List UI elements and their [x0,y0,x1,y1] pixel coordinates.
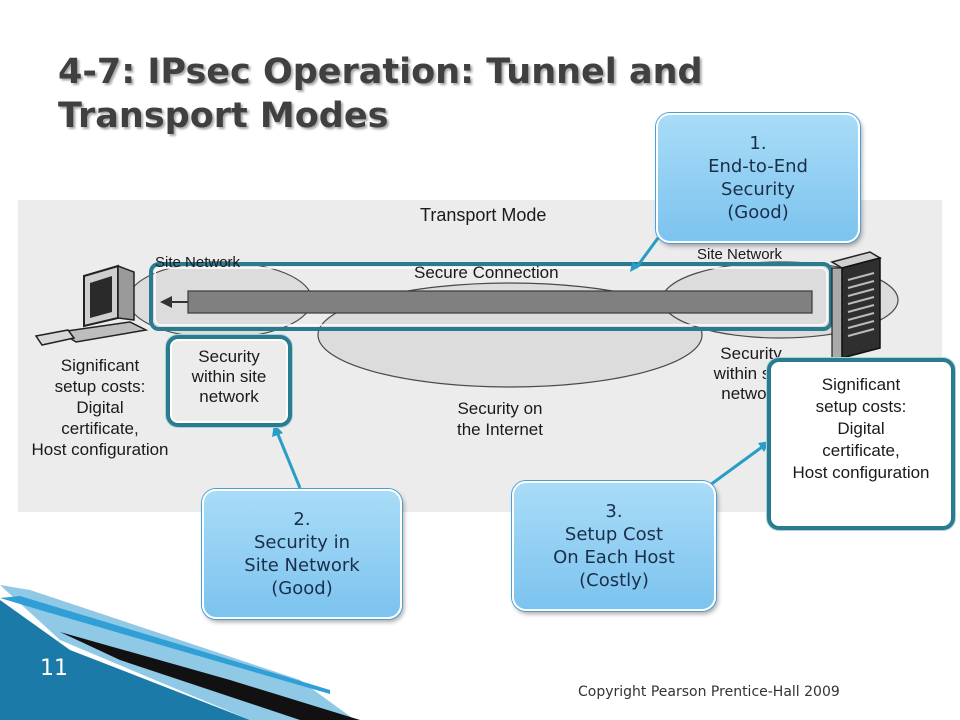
callout-end-to-end-security: 1. End-to-End Security (Good) [656,113,860,243]
secure-connection-label: Secure Connection [414,263,559,282]
slide-title: 4-7: IPsec Operation: Tunnel and Transpo… [58,52,703,136]
callout-setup-cost-each-host: 3. Setup Cost On Each Host (Costly) [512,481,716,611]
security-site-left-label: Security within site network [191,347,267,406]
site-network-right-label: Site Network [697,246,783,263]
page-number: 11 [40,656,68,681]
callout-1-connector [634,237,660,269]
secure-connection-highlight [149,262,833,331]
footer-blue-band [0,590,250,720]
copyright-notice: Copyright Pearson Prentice-Hall 2009 [578,684,840,700]
setup-costs-right-highlight [767,358,955,530]
setup-costs-left-label: Significant setup costs: Digital certifi… [31,356,169,459]
footer-black-wedge [60,632,360,720]
secure-connection-bar [187,290,813,314]
site-network-left-label: Site Network [155,254,241,271]
footer-accent-line [0,596,330,694]
security-internet-label: Security on the Internet [456,399,543,439]
security-site-highlight [166,335,292,427]
secure-connection-arrowhead [160,296,172,308]
server-tower-icon [830,251,882,359]
callout-2-connector [275,431,302,489]
client-computer-icon [34,264,149,346]
callout-security-in-site-network: 2. Security in Site Network (Good) [202,489,402,619]
callout-3-connector [705,445,763,490]
mode-title: Transport Mode [420,205,547,225]
setup-costs-right-label: Significant setup costs: Digital certifi… [792,375,930,482]
